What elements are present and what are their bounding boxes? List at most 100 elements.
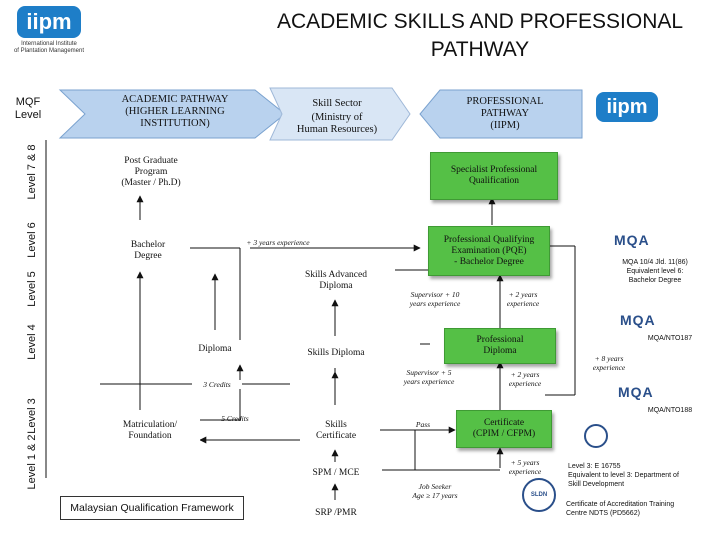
pqe-line-2: Examination (PQE) [451,245,527,256]
iipm-logo-right: iipm [596,92,658,122]
accreditation-line-2: Centre NDTS (PD5662) [566,510,640,517]
page-title: ACADEMIC SKILLS AND PROFESSIONAL PATHWAY [250,8,710,64]
skills-advanced-line-2: Diploma [319,281,353,291]
note-2-years-b-line-2: experience [508,379,542,388]
professional-pathway-arrow [419,89,583,139]
note-5-credits: 5 Credits [221,414,249,423]
department-logo [584,424,608,448]
academic-pathway-arrow [58,89,286,139]
mqa-3-text: MQA/NTO188 [647,407,693,414]
note-job-seeker: Job Seeker Age ≥ 17 years [400,482,470,500]
malaysian-qualification-framework-box: Malaysian Qualification Framework [60,496,244,520]
mqa-1-line-2: Equivalent level 6: [626,268,684,275]
note-3-years: + 3 years experience [228,238,328,247]
skill-header-line-1: Skill Sector [312,98,362,109]
note-2-years-a: + 2 years experience [498,290,548,308]
mqf-level-label: MQF Level [8,96,48,122]
mqa-1-line-1: MQA 10/4 Jld. 11(86) [622,259,688,266]
professional-header-line-3: (IIPM) [490,120,520,131]
note-supervisor-10-line-1: Supervisor + 10 [410,290,460,299]
note-supervisor-5-line-2: years experience [403,377,455,386]
specialist-line-1: Specialist Professional [450,165,538,175]
note-supervisor-10: Supervisor + 10 years experience [400,290,470,308]
post-graduate-line-3: (Master / Ph.D) [121,178,181,188]
professional-diploma-box: Professional Diploma [444,328,556,364]
academic-header-line-2: (HIGHER LEARNING [125,106,225,117]
note-job-seeker-line-2: Age ≥ 17 years [412,491,458,500]
mqa-logo-1: MQA [614,232,650,248]
skills-diploma-node: Skills Diploma [290,348,382,359]
skills-certificate-line-2: Certificate [315,431,357,441]
title-line-2: PATHWAY [430,38,530,61]
academic-pathway-header: ACADEMIC PATHWAY (HIGHER LEARNING INSTIT… [90,94,260,130]
note-8-years: + 8 years experience [584,354,634,372]
level-1-2-label: Level 1 & 2 [26,434,38,490]
level-3-info-line-1: Level 3: E 16755 [568,463,621,470]
srp-node: SRP /PMR [290,508,382,519]
logo-mark: iipm [17,6,81,38]
sldn-logo-text: SLDN [530,492,548,498]
certificate-box: Certificate (CPIM / CFPM) [456,410,552,448]
level-3-info: Level 3: E 16755 Equivalent to level 3: … [568,462,716,489]
note-2-years-b: + 2 years experience [500,370,550,388]
note-5-years-line-1: + 5 years [510,458,540,467]
note-3-credits: 3 Credits [192,380,242,389]
note-8-years-line-2: experience [592,363,626,372]
logo-caption-line-2: of Plantation Management [13,48,85,54]
note-supervisor-5-line-1: Supervisor + 5 [406,368,452,377]
pqe-line-1: Professional Qualifying [443,234,535,245]
skill-sector-arrow [269,87,411,141]
mqa-1-line-3: Bachelor Degree [628,277,682,284]
mqf-label-line-2: Level [14,109,42,121]
sldn-logo: SLDN [522,478,556,512]
level-3-info-line-3: Skill Development [568,481,625,488]
note-8-years-line-1: + 8 years [594,354,624,363]
title-line-1: ACADEMIC SKILLS AND PROFESSIONAL [276,10,684,33]
professional-diploma-line-2: Diploma [483,346,517,356]
accreditation-certificate-info: Certificate of Accreditation Training Ce… [566,500,714,518]
bachelor-line-2: Degree [134,251,162,261]
mqa-logo-2: MQA [620,312,656,328]
spm-node: SPM / MCE [290,468,382,479]
iipm-logo: iipm International Institute of Plantati… [6,6,92,74]
mqa-2-text: MQA/NTO187 [647,335,693,342]
accreditation-line-1: Certificate of Accreditation Training [566,501,675,508]
professional-diploma-line-1: Professional [476,335,524,345]
skills-certificate-node: Skills Certificate [300,420,372,442]
note-2-years-a-line-2: experience [506,299,540,308]
mqf-label-line-1: MQF [15,96,41,108]
logo-right-mark: iipm [606,96,648,118]
logo-caption: International Institute of Plantation Ma… [6,41,92,55]
mqa-1-text: MQA 10/4 Jld. 11(86) Equivalent level 6:… [600,258,710,285]
certificate-line-2: (CPIM / CFPM) [472,429,536,439]
skills-advanced-diploma-node: Skills Advanced Diploma [290,270,382,292]
bachelor-line-1: Bachelor [130,240,166,250]
note-5-years-line-2: experience [508,467,542,476]
certificate-line-1: Certificate [483,418,525,428]
note-2-years-a-line-1: + 2 years [508,290,538,299]
diploma-node: Diploma [185,344,245,355]
matriculation-line-1: Matriculation/ [122,420,178,430]
professional-header-line-2: PATHWAY [480,108,530,119]
level-3-info-line-2: Equivalent to level 3: Department of [568,472,679,479]
skill-header-line-2: (Ministry of [311,112,363,123]
academic-header-line-1: ACADEMIC PATHWAY [121,94,229,105]
skill-header-line-3: Human Resources) [296,124,378,135]
post-graduate-node: Post Graduate Program (Master / Ph.D) [96,156,206,189]
skill-sector-header: Skill Sector (Ministry of Human Resource… [282,98,392,136]
matriculation-node: Matriculation/ Foundation [100,420,200,442]
note-supervisor-5: Supervisor + 5 years experience [394,368,464,386]
note-supervisor-10-line-2: years experience [409,299,461,308]
pqe-line-3: - Bachelor Degree [454,256,524,267]
note-2-years-b-line-1: + 2 years [510,370,540,379]
specialist-line-2: Qualification [468,176,520,186]
note-job-seeker-line-1: Job Seeker [418,482,452,491]
post-graduate-line-1: Post Graduate [124,156,178,166]
level-4-label: Level 4 [26,324,38,360]
skills-certificate-line-1: Skills [325,420,347,430]
matriculation-line-2: Foundation [128,431,172,441]
note-pass: Pass [408,420,438,429]
professional-pathway-header: PROFESSIONAL PATHWAY (IIPM) [440,96,570,132]
skills-advanced-line-1: Skills Advanced [304,270,367,280]
